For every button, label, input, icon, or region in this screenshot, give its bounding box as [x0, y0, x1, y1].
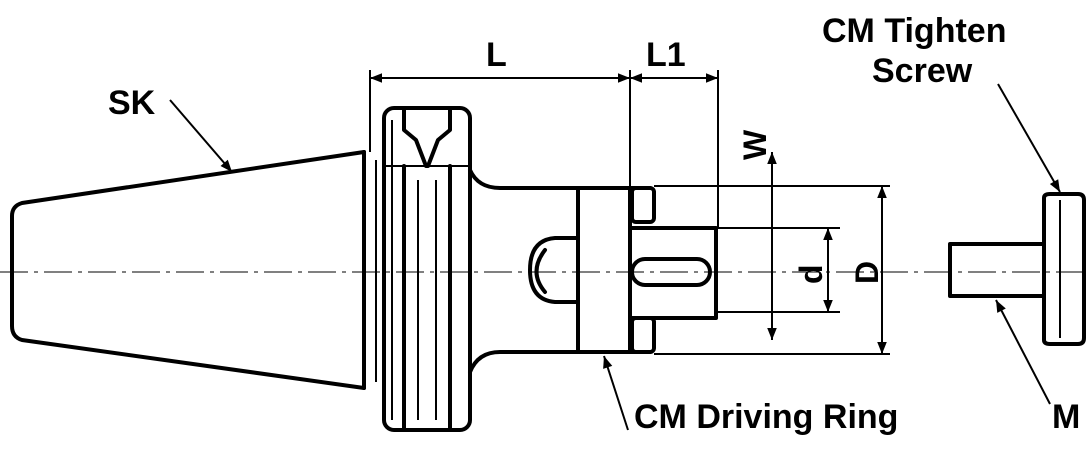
label-sk: SK	[108, 84, 156, 122]
label-d-small: d	[793, 264, 829, 284]
holder-body	[468, 168, 652, 374]
label-d-large: D	[849, 261, 885, 284]
label-cm-driving-ring: CM Driving Ring	[634, 398, 898, 436]
m-leader	[995, 299, 1051, 405]
label-cm-tighten-line1: CM Tighten	[822, 12, 1006, 50]
label-cm-tighten-line2: Screw	[872, 52, 973, 90]
cm-tighten-screw-leader	[997, 83, 1061, 193]
flange	[382, 106, 472, 432]
sk-leader	[169, 99, 233, 173]
sk-taper	[10, 150, 377, 390]
cm-driving-ring-leader	[603, 355, 629, 431]
cm-tighten-screw	[948, 192, 1086, 346]
extension-lines	[369, 70, 890, 355]
label-w: W	[737, 129, 773, 160]
label-l: L	[486, 36, 507, 74]
label-m: M	[1052, 398, 1080, 436]
label-l1: L1	[646, 36, 686, 74]
driving-ring	[628, 186, 718, 354]
